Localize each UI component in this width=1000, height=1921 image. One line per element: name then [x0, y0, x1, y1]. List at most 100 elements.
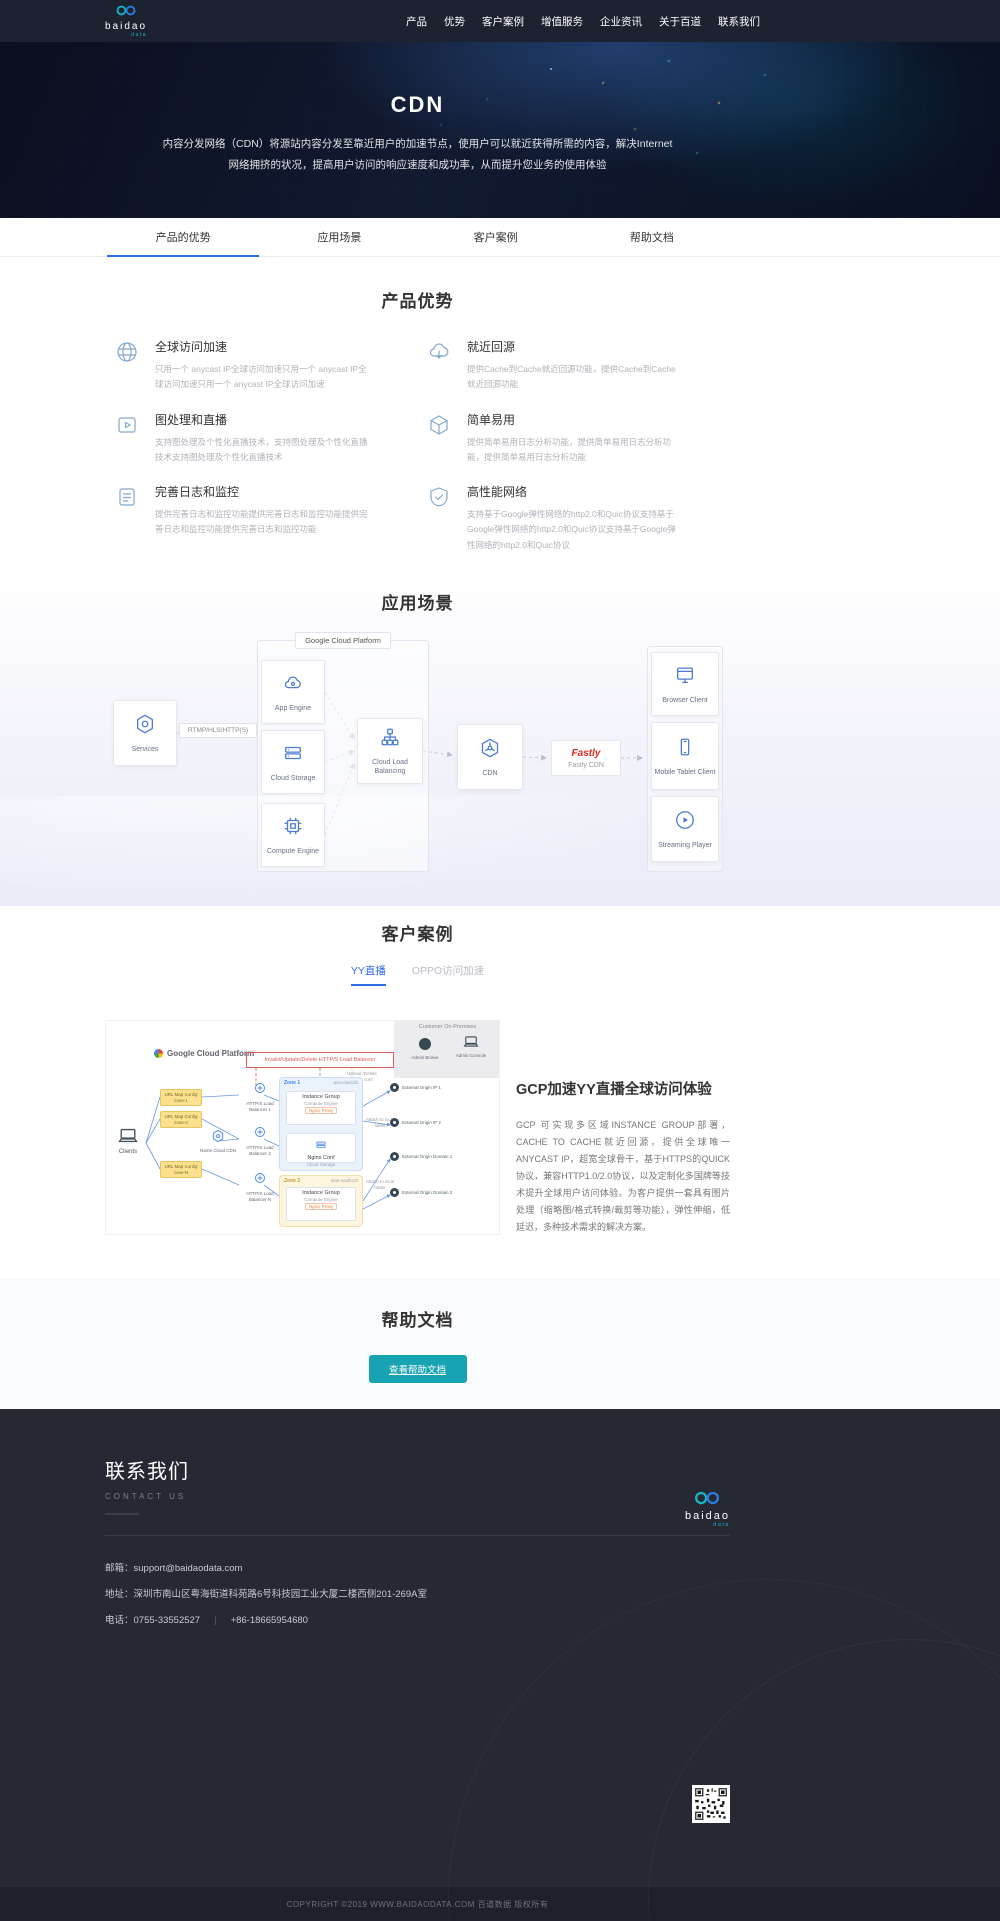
- advantages-title: 产品优势: [381, 292, 454, 311]
- shield-network-icon: [427, 485, 451, 509]
- advantage-desc: 提供简单易用日志分析功能，提供简单易用日志分析功能，提供简单易用日志分析功能: [467, 436, 672, 462]
- logo-subtext: data: [131, 32, 148, 38]
- nav-item-advantage[interactable]: 优势: [444, 15, 465, 28]
- diagram-node-cdn: CDN: [457, 724, 523, 791]
- clients-node: Clients: [110, 1127, 146, 1155]
- case-study-title: GCP加速YY直播全球访问体验: [516, 1082, 712, 1099]
- node-label: Instance Group: [302, 1190, 340, 1197]
- nginx-proxy-chip: Nginx Proxy: [304, 1107, 338, 1115]
- gcp-logo-text: Google Cloud Platform: [167, 1049, 255, 1059]
- load-balancer-icon: [254, 1125, 266, 1143]
- tab-product-advantage[interactable]: 产品的优势: [105, 218, 261, 256]
- node-label: Name Cloud CDN: [199, 1148, 236, 1154]
- email-value[interactable]: support@baidaodata.com: [133, 1563, 243, 1575]
- advantages-section: 产品优势 全球访问加速 只用一个 anycast IP全球访问加速只用一个 an…: [0, 257, 1000, 576]
- node-label: Services: [131, 745, 159, 753]
- footer-contact-info: 邮箱：support@baidaodata.com 地址：深圳市南山区粤海街道科…: [105, 1556, 730, 1634]
- nav-item-news[interactable]: 企业资讯: [600, 15, 642, 28]
- qr-code: [692, 1785, 730, 1824]
- tab-application-scenario[interactable]: 应用场景: [317, 232, 362, 244]
- protocol-label: RTMP/HLS/HTTP(S): [179, 723, 257, 739]
- node-label: Fastly CDN: [568, 761, 604, 769]
- scenario-section: 应用场景 Services RTM: [0, 575, 1000, 907]
- advantage-title: 就近回源: [467, 340, 516, 354]
- nav-item-product[interactable]: 产品: [406, 15, 427, 28]
- footer-title-underline: [105, 1513, 139, 1516]
- origin-icon: [390, 1083, 399, 1093]
- advantage-item: 图处理和直播 支持图处理及个性化直播技术，支持图处理及个性化直播技术支持图处理及…: [105, 411, 417, 466]
- origin-icon: [390, 1152, 399, 1162]
- footer: 联系我们 CONTACT US 邮箱：support@baidaodata.co…: [0, 1409, 1000, 1921]
- zone-region: asia-south1/b: [330, 1178, 358, 1184]
- diagram-node-streaming-player: Streaming Player: [651, 796, 719, 863]
- footer-contact-title: 联系我们: [105, 1461, 189, 1484]
- node-label: Cloud Load Balancing: [372, 758, 408, 776]
- case-tab-oppo[interactable]: OPPO访问加速: [411, 965, 485, 978]
- admin-console-icon: [463, 1035, 479, 1052]
- nginx-conf-storage: Nginx Conf Cloud Storage: [286, 1133, 356, 1167]
- node-label: Mobile Tablet Client: [654, 768, 716, 776]
- nav-item-contact[interactable]: 联系我们: [718, 15, 760, 28]
- advantage-item: 就近回源 提供Cache到Cache就近回源功能，提供Cache到Cache就近…: [417, 338, 729, 393]
- help-section: 帮助文档 查看帮助文档: [0, 1278, 1000, 1410]
- cube-icon: [427, 413, 451, 437]
- advantage-item: 简单易用 提供简单易用日志分析功能，提供简单易用日志分析功能，提供简单易用日志分…: [417, 411, 729, 466]
- url-map-config-n: URL Map Config zone-N: [160, 1161, 202, 1179]
- tab-help-docs[interactable]: 帮助文档: [629, 232, 674, 244]
- external-origin-ip1: External Origin IP 1: [390, 1083, 456, 1093]
- lb-node-1: HTTP/S Load Balancer 1: [239, 1081, 281, 1113]
- diagram-node-services: Services: [113, 700, 177, 767]
- logo-text: baidao: [105, 21, 148, 32]
- advantage-desc: 提供完善日志和监控功能提供完善日志和监控功能提供完善日志和监控功能提供完善日志和…: [155, 509, 368, 535]
- node-label: Admin Broker: [411, 1055, 439, 1061]
- diagram-node-load-balancing: Cloud Load Balancing: [357, 718, 423, 785]
- advantage-desc: 提供Cache到Cache就近回源功能，提供Cache到Cache就近回源功能: [467, 364, 676, 390]
- footer-contact-subtitle: CONTACT US: [105, 1492, 187, 1502]
- footer-logo: baidao data: [685, 1491, 730, 1529]
- nav-item-about[interactable]: 关于百道: [659, 15, 701, 28]
- phone-value-2[interactable]: +86-18665954680: [230, 1615, 308, 1627]
- app-engine-icon: [282, 672, 304, 699]
- help-title: 帮助文档: [381, 1311, 454, 1331]
- gcp-group-label: Google Cloud Platform: [295, 632, 391, 650]
- nav-item-services[interactable]: 增值服务: [541, 15, 583, 28]
- admin-broker-icon: [419, 1038, 431, 1051]
- site-logo[interactable]: baidao data: [105, 4, 147, 38]
- name-cloud-cdn-node: Name Cloud CDN: [198, 1129, 238, 1154]
- node-label: External Origin Domain 1: [402, 1153, 453, 1159]
- copyright-text: COPYRIGHT ©2019 WWW.BAIDAODATA.COM 百道数据 …: [286, 1899, 549, 1909]
- phone-value-1[interactable]: 0755-33552527: [133, 1615, 201, 1627]
- zone-label: Zone 2: [284, 1178, 301, 1185]
- diagram-node-app-engine: App Engine: [261, 660, 325, 725]
- advantage-title: 图处理和直播: [155, 412, 228, 427]
- load-balancer-icon: [254, 1171, 266, 1189]
- origin-icon: [390, 1118, 399, 1128]
- advantage-item: 完善日志和监控 提供完善日志和监控功能提供完善日志和监控功能提供完善日志和监控功…: [105, 483, 417, 553]
- page-title: CDN: [390, 92, 445, 117]
- attach-label-2: Attach to local folder: [365, 1179, 395, 1190]
- external-origin-domain2: External Origin Domain 2: [390, 1188, 456, 1198]
- case-tab-yy[interactable]: YY直播: [350, 963, 386, 987]
- admin-broker-node: Admin Broker: [404, 1037, 446, 1061]
- node-label: External Origin IP 1: [402, 1084, 441, 1090]
- nav-item-cases[interactable]: 客户案例: [482, 15, 524, 28]
- logo-subtext: data: [713, 1522, 730, 1529]
- node-label: Browser Client: [662, 696, 708, 704]
- advantage-title: 完善日志和监控: [155, 485, 240, 500]
- scenario-title: 应用场景: [381, 594, 454, 614]
- url-map-config-2: URL Map Config zone-2: [160, 1111, 202, 1129]
- email-label: 邮箱：: [105, 1563, 134, 1575]
- footer-email-row: 邮箱：support@baidaodata.com: [105, 1556, 730, 1582]
- node-label: Streaming Player: [658, 841, 712, 849]
- services-icon: [134, 713, 156, 740]
- case-info: GCP加速YY直播全球访问体验 GCP 可实现多区域INSTANCE GROUP…: [516, 1020, 730, 1236]
- zone-region: asia-east1/b: [333, 1080, 358, 1086]
- hero-banner: CDN 内容分发网络（CDN）将源站内容分发至靠近用户的加速节点，使用户可以就近…: [0, 42, 1000, 218]
- node-sublabel: Compute Engine: [304, 1197, 338, 1203]
- phone-separator: |: [214, 1615, 217, 1627]
- view-help-docs-button[interactable]: 查看帮助文档: [368, 1355, 467, 1384]
- node-label: HTTP/S Load Balancer 2: [246, 1145, 274, 1156]
- origin-icon: [390, 1188, 399, 1198]
- node-label: Clients: [118, 1149, 138, 1156]
- tab-customer-cases[interactable]: 客户案例: [473, 232, 518, 244]
